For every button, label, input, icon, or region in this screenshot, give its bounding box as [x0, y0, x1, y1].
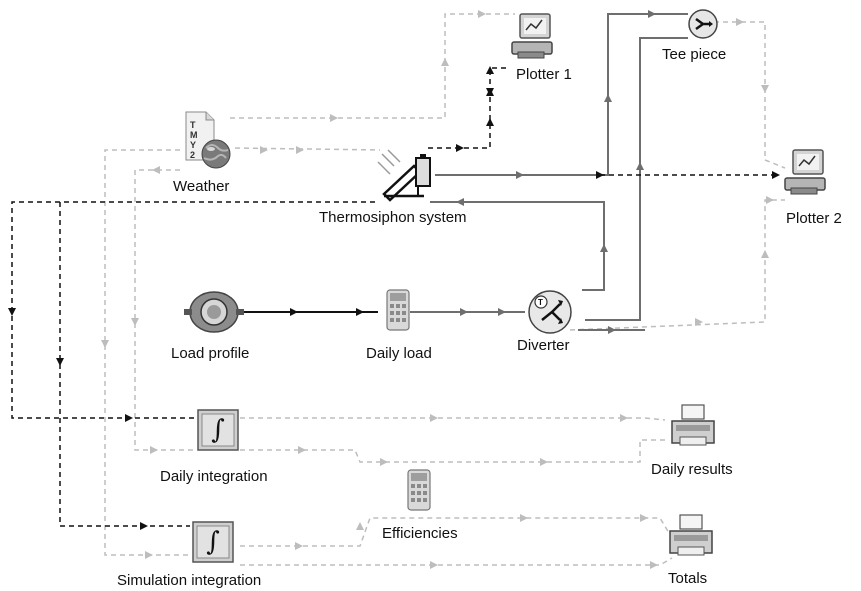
diverter-label: Diverter: [517, 337, 570, 354]
plotter-icon[interactable]: [511, 13, 553, 59]
plotter-2-label: Plotter 2: [786, 210, 842, 227]
fluid-link-arrows: [456, 10, 656, 334]
load-profile-meter-icon[interactable]: [184, 291, 244, 333]
calculator-icon[interactable]: [386, 289, 410, 331]
link-simulation-integration-to-totals[interactable]: [240, 557, 673, 566]
simulation-integration-label: Simulation integration: [117, 572, 262, 589]
plotter-1-label: Plotter 1: [516, 66, 572, 83]
tee-piece-icon[interactable]: [688, 9, 718, 39]
link-diverter-to-tee[interactable]: [585, 37, 688, 321]
integral-icon[interactable]: [197, 409, 239, 451]
tmy2-weather-globe-icon[interactable]: T M Y 2: [185, 111, 231, 169]
calculator-icon[interactable]: [407, 469, 431, 511]
integral-icon[interactable]: [192, 521, 234, 563]
weather-link-arrows: [101, 10, 774, 569]
diverter-t-text: T: [538, 298, 543, 307]
printer-icon[interactable]: [669, 514, 713, 556]
tee-piece-label: Tee piece: [662, 46, 727, 63]
link-weather-to-thermosiphon[interactable]: [234, 147, 381, 151]
link-thermosiphon-to-simulation-integration[interactable]: [59, 202, 190, 527]
link-thermosiphon-to-plotter1[interactable]: [428, 67, 510, 149]
link-daily-integration-to-daily-results-2[interactable]: [240, 439, 665, 463]
thermosiphon-system-label: Thermosiphon system: [319, 209, 467, 226]
weather-label: Weather: [173, 178, 230, 195]
solar-collector-tank-icon[interactable]: [377, 149, 431, 202]
tmy-text-t: T: [190, 120, 196, 130]
daily-integration-label: Daily integration: [160, 468, 268, 485]
tmy-text-m: M: [190, 130, 198, 140]
integral-symbol: ∫: [211, 415, 225, 445]
load-profile-label: Load profile: [171, 345, 250, 362]
control-link-arrows: [8, 66, 780, 530]
efficiencies-label: Efficiencies: [382, 525, 458, 542]
printer-icon[interactable]: [671, 404, 715, 446]
daily-load-label: Daily load: [366, 345, 432, 362]
link-tee-to-plotter2[interactable]: [705, 21, 786, 169]
daily-results-label: Daily results: [651, 461, 733, 478]
link-daily-integration-to-daily-results[interactable]: [240, 417, 666, 421]
diverter-icon[interactable]: T: [528, 290, 572, 334]
integral-symbol: ∫: [206, 527, 220, 557]
tmy-text-y: Y: [190, 140, 196, 150]
fluid-links: [410, 13, 688, 331]
link-diverter-to-plotter2[interactable]: [569, 199, 785, 331]
tmy-text-2: 2: [190, 150, 195, 160]
totals-label: Totals: [668, 570, 708, 587]
link-weather-to-plotter1[interactable]: [230, 13, 515, 119]
plotter-icon[interactable]: [784, 149, 826, 195]
flow-link-arrows: [290, 308, 364, 316]
